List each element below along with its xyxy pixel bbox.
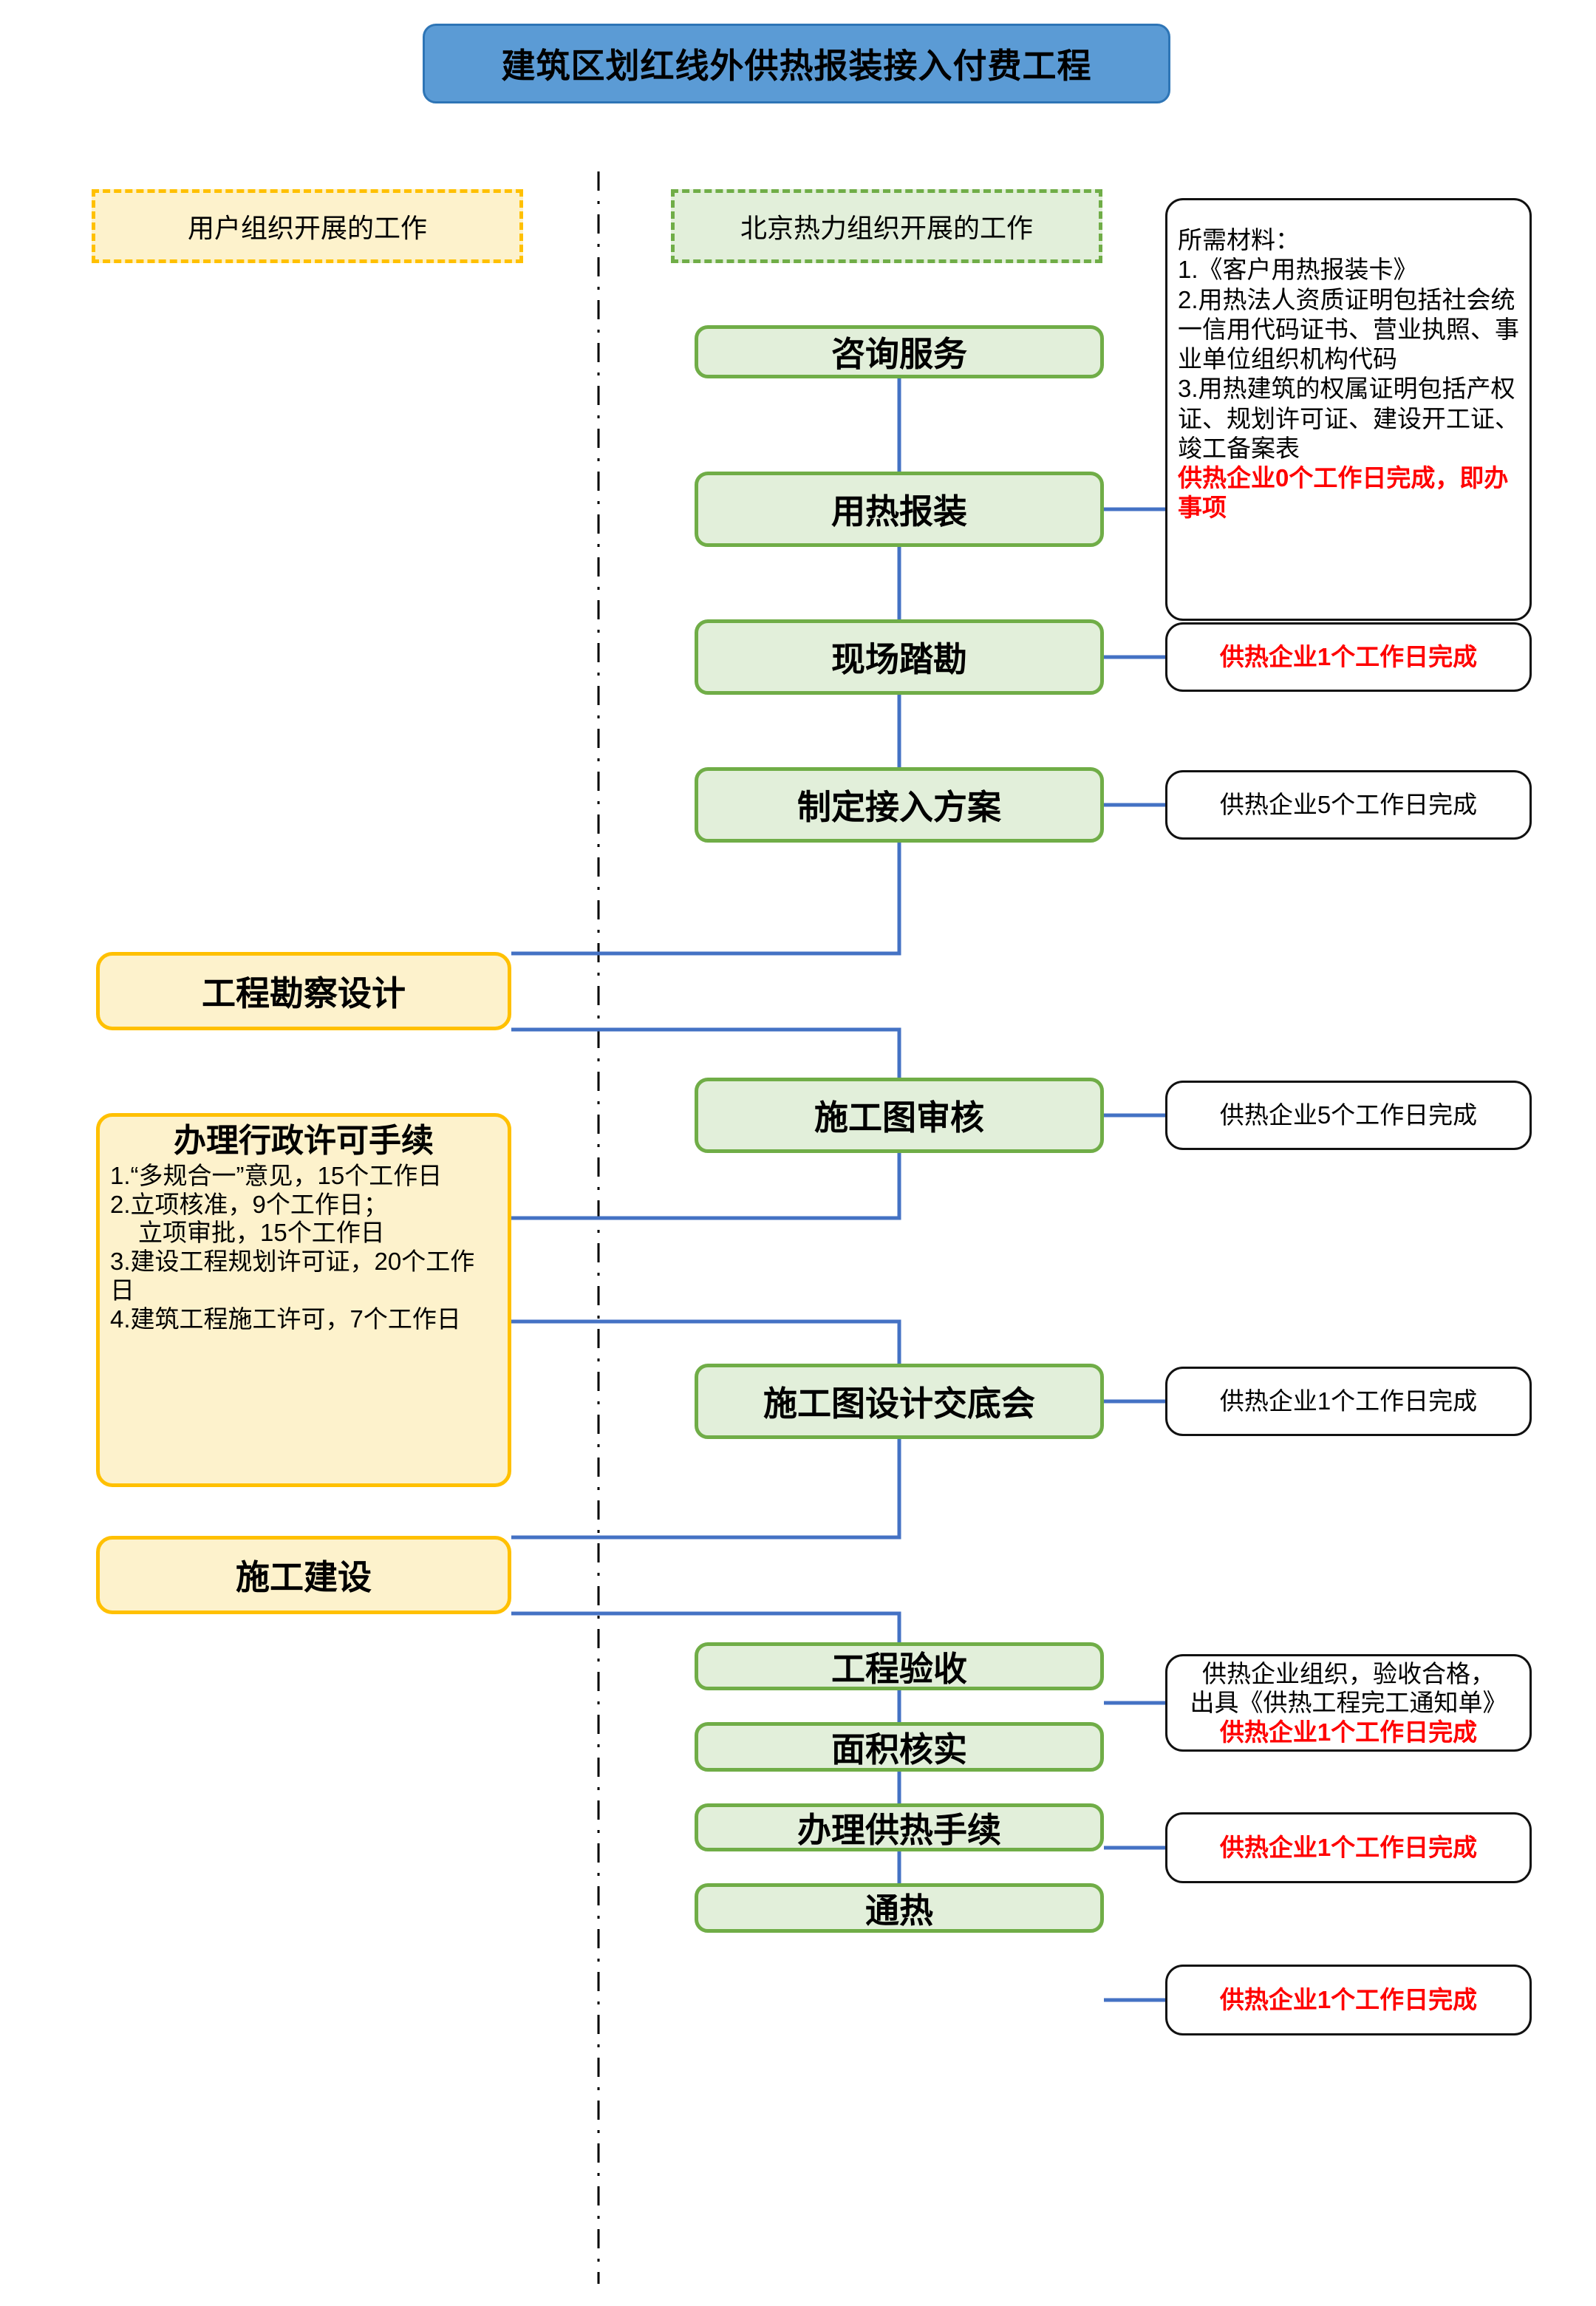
annotation-formality: 供热企业1个工作日完成 — [1165, 1965, 1532, 2035]
annotation-briefing: 供热企业1个工作日完成 — [1165, 1367, 1532, 1436]
step-consult[interactable]: 咨询服务 — [695, 325, 1104, 378]
materials-line-3: 3.用热建筑的权属证明包括产权证、规划许可证、建设开工证、竣工备案表 — [1178, 375, 1519, 462]
step-apply[interactable]: 用热报装 — [695, 472, 1104, 547]
conn-briefing-build — [511, 1439, 901, 1540]
accept-line-1: 出具《供热工程完工通知单》 — [1190, 1689, 1507, 1717]
survey-deadline: 供热企业1个工作日完成 — [1219, 643, 1478, 671]
conn-design-review — [511, 1027, 901, 1078]
step-plan[interactable]: 制定接入方案 — [695, 767, 1104, 843]
step-accept[interactable]: 工程验收 — [695, 1642, 1104, 1690]
accept-line-0: 供热企业组织，验收合格， — [1202, 1659, 1495, 1687]
step-area[interactable]: 面积核实 — [695, 1722, 1104, 1772]
step-briefing[interactable]: 施工图设计交底会 — [695, 1364, 1104, 1439]
annotation-accept: 供热企业组织，验收合格， 出具《供热工程完工通知单》 供热企业1个工作日完成 — [1165, 1654, 1532, 1752]
annotation-survey: 供热企业1个工作日完成 — [1165, 622, 1532, 692]
accept-deadline: 供热企业1个工作日完成 — [1219, 1718, 1478, 1746]
step-heating[interactable]: 通热 — [695, 1883, 1104, 1933]
area-deadline: 供热企业1个工作日完成 — [1219, 1834, 1478, 1862]
user-step-build[interactable]: 施工建设 — [96, 1536, 511, 1614]
plan-deadline: 供热企业5个工作日完成 — [1219, 791, 1478, 819]
materials-line-0: 所需材料： — [1178, 226, 1300, 254]
user-step-design[interactable]: 工程勘察设计 — [96, 952, 511, 1030]
step-survey[interactable]: 现场踏勘 — [695, 619, 1104, 695]
conn-plan-design — [511, 843, 901, 956]
legend-corp-work: 北京热力组织开展的工作 — [671, 189, 1102, 263]
conn-review-permit — [511, 1153, 901, 1220]
materials-line-1: 1.《客户用热报装卡》 — [1178, 256, 1418, 284]
briefing-deadline: 供热企业1个工作日完成 — [1219, 1387, 1478, 1415]
formality-deadline: 供热企业1个工作日完成 — [1219, 1986, 1478, 2014]
annotation-materials: 所需材料： 1.《客户用热报装卡》 2.用热法人资质证明包括社会统一信用代码证书… — [1165, 198, 1532, 621]
materials-deadline: 供热企业0个工作日完成，即办事项 — [1178, 464, 1509, 521]
permit-title: 办理行政许可手续 — [174, 1123, 434, 1159]
conn-build-accept — [511, 1611, 901, 1642]
permit-item-4: 4.建筑工程施工许可，7个工作日 — [110, 1305, 461, 1333]
annotation-area: 供热企业1个工作日完成 — [1165, 1812, 1532, 1883]
review-deadline: 供热企业5个工作日完成 — [1219, 1101, 1478, 1129]
permit-item-2: 2.立项核准，9个工作日； — [110, 1190, 388, 1218]
materials-line-2: 2.用热法人资质证明包括社会统一信用代码证书、营业执照、事业单位组织机构代码 — [1178, 285, 1519, 373]
permit-item-1: 1.“多规合一”意见，15个工作日 — [110, 1161, 443, 1189]
step-review[interactable]: 施工图审核 — [695, 1078, 1104, 1153]
step-formality[interactable]: 办理供热手续 — [695, 1803, 1104, 1851]
annotation-review: 供热企业5个工作日完成 — [1165, 1081, 1532, 1150]
permit-item-3: 3.建设工程规划许可证，20个工作日 — [110, 1248, 475, 1305]
permit-item-2b: 立项审批，15个工作日 — [138, 1219, 385, 1247]
conn-permit-briefing — [511, 1319, 901, 1364]
user-step-permit[interactable]: 办理行政许可手续 1.“多规合一”意见，15个工作日 2.立项核准，9个工作日；… — [96, 1113, 511, 1487]
legend-user-work: 用户组织开展的工作 — [92, 189, 523, 263]
annotation-plan: 供热企业5个工作日完成 — [1165, 770, 1532, 840]
page-title: 建筑区划红线外供热报装接入付费工程 — [423, 24, 1170, 103]
